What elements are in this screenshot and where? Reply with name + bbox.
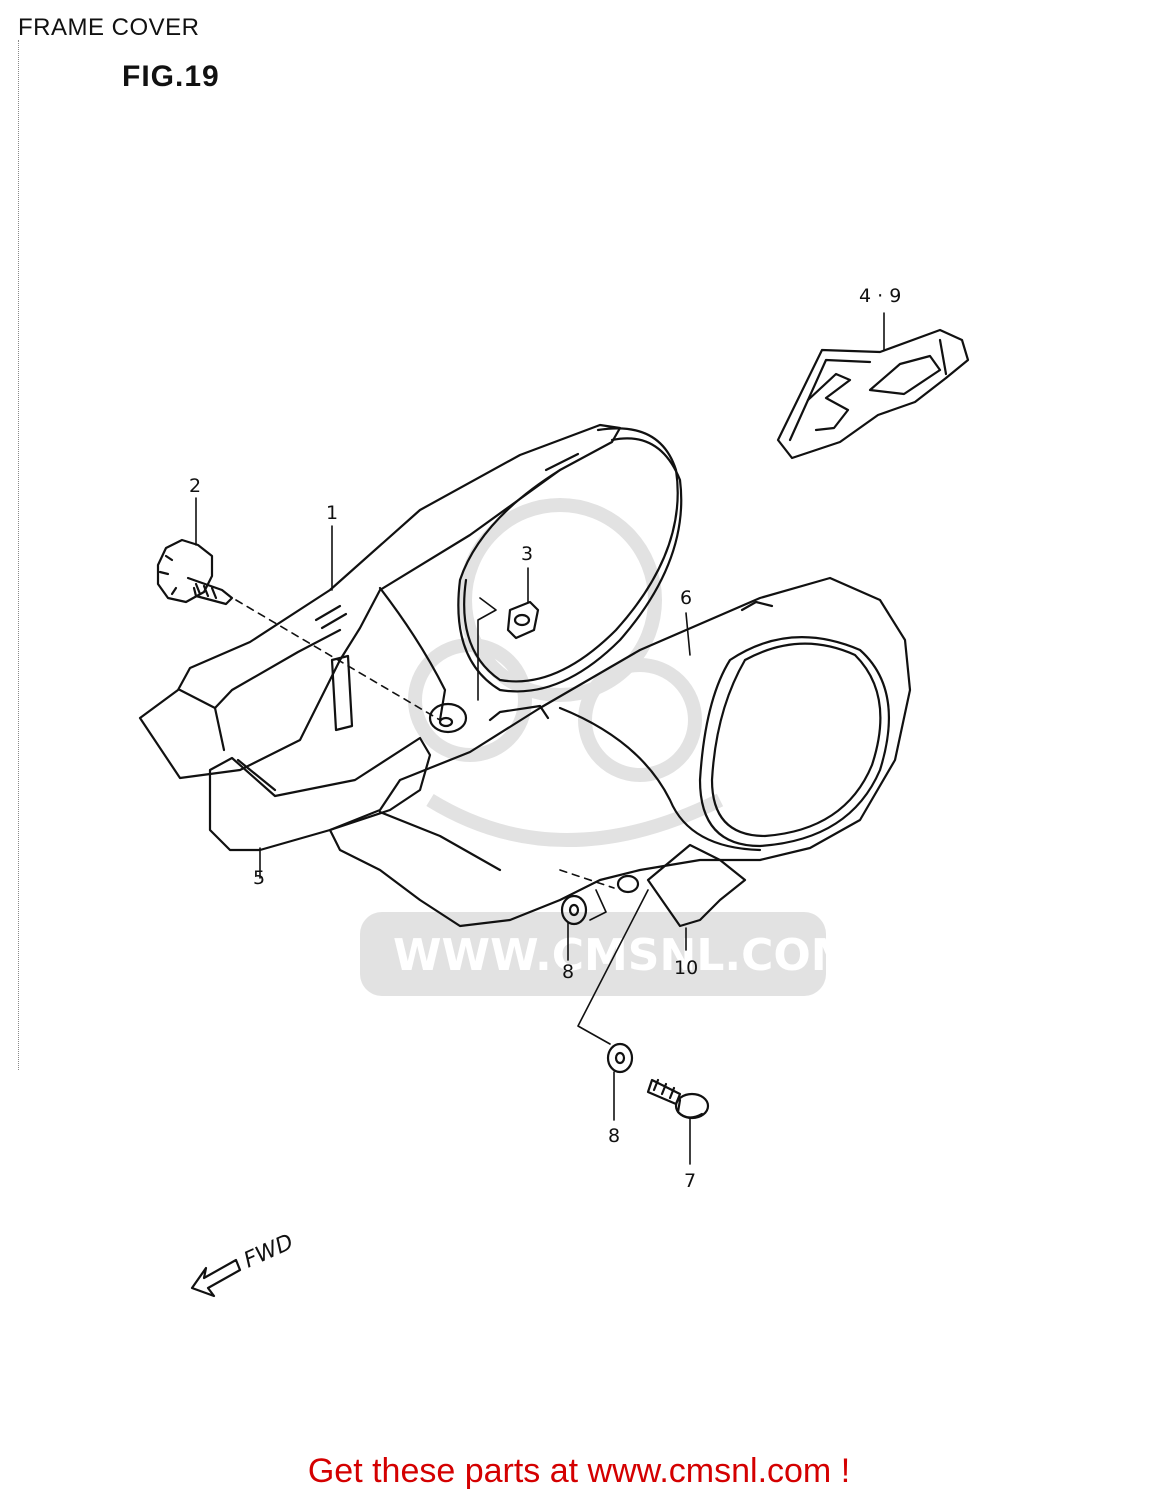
callout-7: 7	[684, 1170, 696, 1192]
frame-cover-left-part-1	[138, 423, 683, 780]
callout-1: 1	[326, 502, 338, 524]
leader-lines	[195, 312, 885, 1165]
figure-label: FIG.19	[122, 60, 220, 93]
cover-hole	[616, 874, 640, 894]
footer-link-text[interactable]: Get these parts at www.cmsnl.com !	[307, 1452, 851, 1490]
page-title: FRAME COVER	[18, 14, 200, 41]
fwd-label: FWD	[240, 1230, 297, 1274]
nut-part-3	[506, 600, 540, 640]
callout-5: 5	[253, 867, 265, 889]
grommet	[428, 702, 468, 734]
forward-arrow-icon	[190, 1258, 242, 1298]
watermark: WWW.CMSNL.COM	[360, 498, 855, 996]
frame-cover-lower-part-5	[208, 736, 432, 852]
callout-2: 2	[189, 475, 201, 497]
page-edge-marks	[18, 40, 23, 1070]
callout-8-upper: 8	[562, 961, 574, 983]
callout-6: 6	[680, 587, 692, 609]
knob-screw-part-2	[156, 538, 234, 606]
bolt-part-7	[646, 1078, 710, 1120]
callout-3: 3	[521, 543, 533, 565]
washer-part-8-lower	[606, 1042, 634, 1074]
callout-10: 10	[674, 957, 698, 979]
washer-part-8-upper	[560, 894, 588, 926]
frame-cover-right-part-6	[328, 576, 912, 928]
emblem-part-4-9	[776, 328, 970, 460]
callout-labels: 2 1 3 4 · 9 6 5 10 8 8 7 FWD	[189, 285, 901, 1273]
cushion-part-10	[646, 843, 747, 928]
callout-4-9: 4 · 9	[859, 285, 901, 307]
assembly-dashed-lines	[235, 599, 615, 889]
callout-8-lower: 8	[608, 1125, 620, 1147]
